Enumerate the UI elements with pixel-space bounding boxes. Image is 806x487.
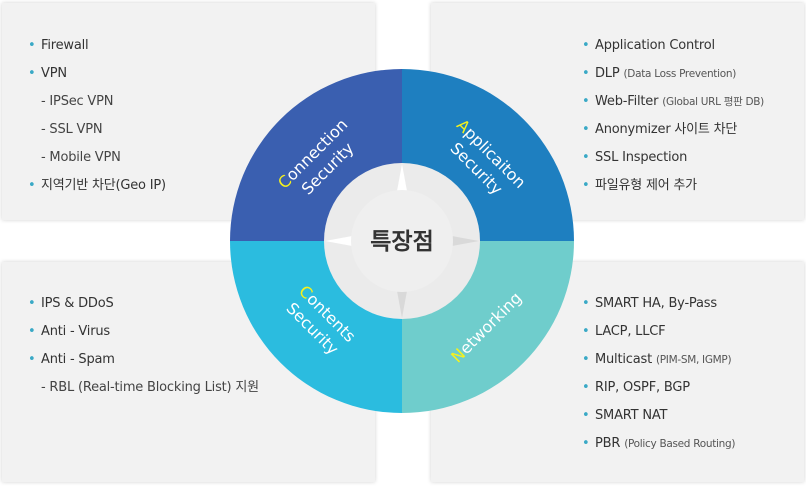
list-subitem: - RBL (Real-time Blocking List) 지원 [41, 380, 259, 395]
list-item: IPS & DDoS [28, 290, 259, 318]
list-item-note: (PIM-SM, IGMP) [655, 354, 732, 366]
connection-security-list: Firewall VPN - IPSec VPN - SSL VPN - Mob… [28, 32, 166, 200]
list-subitem: - Mobile VPN [41, 150, 121, 165]
list-item: VPN [28, 60, 166, 88]
application-security-list: Application Control DLP(Data Loss Preven… [582, 32, 764, 200]
list-item: Multicast(PIM-SM, IGMP) [582, 346, 735, 374]
list-item: Firewall [28, 32, 166, 60]
list-subitem: - IPSec VPN [41, 94, 114, 109]
list-item: 파일유형 제어 추가 [582, 172, 764, 200]
list-item: Anti - Spam [28, 346, 259, 374]
list-item: RIP, OSPF, BGP [582, 374, 735, 402]
list-item: Anonymizer 사이트 차단 [582, 116, 764, 144]
list-item-note: (Global URL 평판 DB) [662, 96, 764, 108]
list-item: Web-Filter(Global URL 평판 DB) [582, 88, 764, 116]
list-item: SMART HA, By-Pass [582, 290, 735, 318]
list-item-note: (Policy Based Routing) [624, 438, 736, 450]
center-title: 특장점 [370, 229, 433, 255]
list-item: Application Control [582, 32, 764, 60]
networking-list: SMART HA, By-Pass LACP, LLCF Multicast(P… [582, 290, 735, 458]
list-item: PBR(Policy Based Routing) [582, 430, 735, 458]
list-item: SSL Inspection [582, 144, 764, 172]
list-item: Anti - Virus [28, 318, 259, 346]
center-inner-disk [351, 190, 453, 292]
list-item: 지역기반 차단(Geo IP) [28, 172, 166, 200]
list-item: LACP, LLCF [582, 318, 735, 346]
feature-wheel-diagram: 특장점 Connection Security Applicaiton Secu… [230, 69, 574, 413]
list-item-note: (Data Loss Prevention) [623, 68, 737, 80]
contents-security-list: IPS & DDoS Anti - Virus Anti - Spam - RB… [28, 290, 259, 402]
list-subitem: - SSL VPN [41, 122, 103, 137]
list-item: SMART NAT [582, 402, 735, 430]
list-item: DLP(Data Loss Prevention) [582, 60, 764, 88]
